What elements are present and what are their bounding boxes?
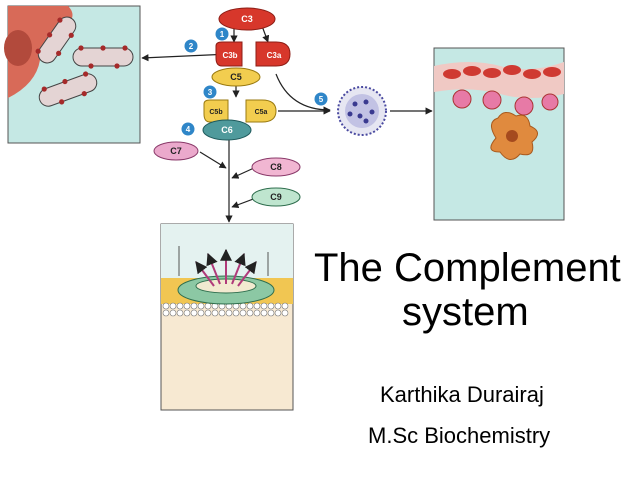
leukocyte: [452, 89, 472, 109]
step-5-badge: [314, 92, 328, 106]
c5-protein: [211, 67, 261, 87]
phagocyte-nucleus: [4, 30, 32, 66]
leukocyte: [541, 93, 559, 111]
step-4-badge: [181, 122, 195, 136]
step-3-badge: [203, 85, 217, 99]
cascade-arrows: [141, 25, 433, 223]
step-1-label: 1: [220, 30, 225, 39]
step-3-label: 3: [208, 88, 213, 97]
c7-protein: [153, 141, 199, 161]
membrane-attack-panel: [160, 223, 294, 411]
ion-flux-arrows: [195, 248, 257, 287]
c8-label: C8: [270, 162, 282, 172]
step-5-label: 5: [319, 95, 324, 104]
c3a-protein: [255, 41, 291, 67]
c3-protein: [218, 7, 276, 31]
leukocyte: [514, 96, 534, 116]
c3a-label: C3a: [267, 51, 282, 60]
c7-label: C7: [170, 146, 182, 156]
bacterium: [35, 16, 77, 64]
leukocyte: [482, 90, 502, 110]
c6-label: C6: [221, 125, 233, 135]
c5b-label: C5b: [209, 109, 222, 116]
opsonization-panel: [4, 5, 141, 144]
c3b-label: C3b: [222, 51, 237, 60]
c5a-protein: [245, 99, 277, 123]
lipid-bilayer: [162, 302, 289, 317]
lysed-pathogen: [337, 86, 387, 136]
bacterium: [72, 45, 134, 69]
step-1-badge: [215, 27, 229, 41]
author-name: Karthika Durairaj: [380, 382, 544, 407]
author-degree: M.Sc Biochemistry: [368, 423, 551, 448]
bacterium: [38, 71, 98, 107]
slide-title-line-1: The Complement: [314, 246, 621, 290]
inflammation-panel: [433, 47, 565, 221]
c6-protein: [202, 119, 252, 141]
step-2-badge: [184, 39, 198, 53]
slide-title-line-2: system: [402, 290, 529, 334]
c5-label: C5: [230, 72, 242, 82]
step-4-label: 4: [186, 125, 191, 134]
c3b-protein: [215, 41, 243, 67]
c9-label: C9: [270, 192, 282, 202]
c8-protein: [251, 157, 301, 177]
step-2-label: 2: [189, 42, 194, 51]
c5a-label: C5a: [255, 109, 268, 116]
c9-protein: [251, 187, 301, 207]
c3-label: C3: [241, 14, 253, 24]
